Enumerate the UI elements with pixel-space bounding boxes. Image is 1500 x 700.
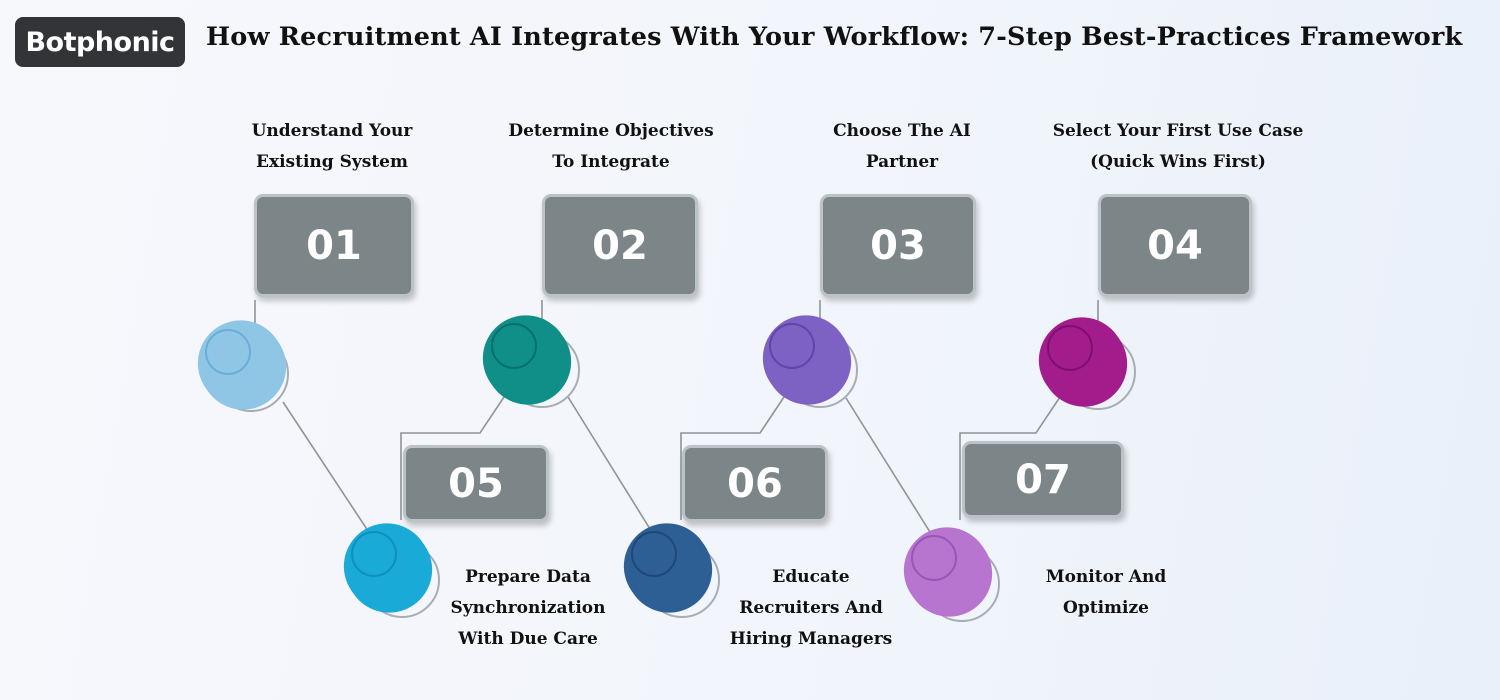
step-05-label-line-1: Prepare Data	[465, 567, 591, 587]
step-05-label-line-2: Synchronization	[450, 598, 606, 618]
step-01-label-line-1: Understand Your	[251, 121, 413, 141]
step-07-label-line-2: Optimize	[1063, 598, 1149, 618]
step-02-number-box: 02	[542, 194, 698, 297]
pin-06-cap	[631, 531, 677, 577]
step-04-label-line-1: Select Your First Use Case	[1052, 121, 1304, 141]
pin-07	[903, 527, 1000, 622]
step-04-label: Select Your First Use Case (Quick Wins F…	[1038, 116, 1318, 178]
step-04-number-box: 04	[1098, 194, 1252, 297]
pin-05-cap	[351, 531, 397, 577]
pin-06	[623, 523, 720, 618]
step-06-number-box: 06	[682, 445, 828, 522]
step-05-label: Prepare Data Synchronization With Due Ca…	[428, 562, 628, 655]
connector-04-to-07	[959, 384, 1069, 520]
connector-03-diag	[845, 397, 941, 549]
step-06-label-line-2: Recruiters And	[739, 598, 883, 618]
step-05-number-box: 05	[403, 445, 549, 522]
step-03-number-box: 03	[820, 194, 976, 297]
step-06-label: Educate Recruiters And Hiring Managers	[711, 562, 911, 655]
connector-03-to-06	[680, 384, 793, 520]
connector-01-diag	[282, 401, 379, 547]
step-05-label-line-3: With Due Care	[458, 629, 598, 649]
pin-04-cap	[1047, 325, 1093, 371]
brand-logo: Botphonic	[15, 17, 185, 67]
pin-01-cap	[205, 329, 251, 375]
connector-02-diag	[567, 396, 661, 546]
pin-03	[762, 315, 858, 408]
step-06-label-line-1: Educate	[772, 567, 850, 587]
pin-04	[1038, 317, 1136, 410]
step-02-label-line-2: To Integrate	[552, 152, 670, 172]
pin-03-cap	[769, 323, 815, 369]
pin-05	[343, 523, 440, 618]
step-02-label-line-1: Determine Objectives	[508, 121, 714, 141]
step-04-label-line-2: (Quick Wins First)	[1090, 152, 1266, 172]
pin-01	[197, 320, 289, 412]
step-03-label-line-2: Partner	[865, 152, 939, 172]
pin-07-cap	[911, 535, 957, 581]
pin-02-cap	[491, 323, 537, 369]
step-03-label-line-1: Choose The AI	[833, 121, 971, 141]
connector-02-to-05	[400, 384, 513, 520]
step-02-label: Determine Objectives To Integrate	[491, 116, 731, 178]
step-01-label: Understand Your Existing System	[232, 116, 432, 178]
pin-02	[482, 315, 580, 408]
step-07-number-box: 07	[962, 441, 1124, 518]
page-title: How Recruitment AI Integrates With Your …	[206, 22, 1463, 52]
step-01-number-box: 01	[254, 194, 414, 297]
step-07-label: Monitor And Optimize	[1006, 562, 1206, 624]
step-01-label-line-2: Existing System	[256, 152, 408, 172]
step-06-label-line-3: Hiring Managers	[729, 629, 893, 649]
step-03-label: Choose The AI Partner	[802, 116, 1002, 178]
step-07-label-line-1: Monitor And	[1045, 567, 1167, 587]
connector-lines	[254, 300, 1099, 549]
